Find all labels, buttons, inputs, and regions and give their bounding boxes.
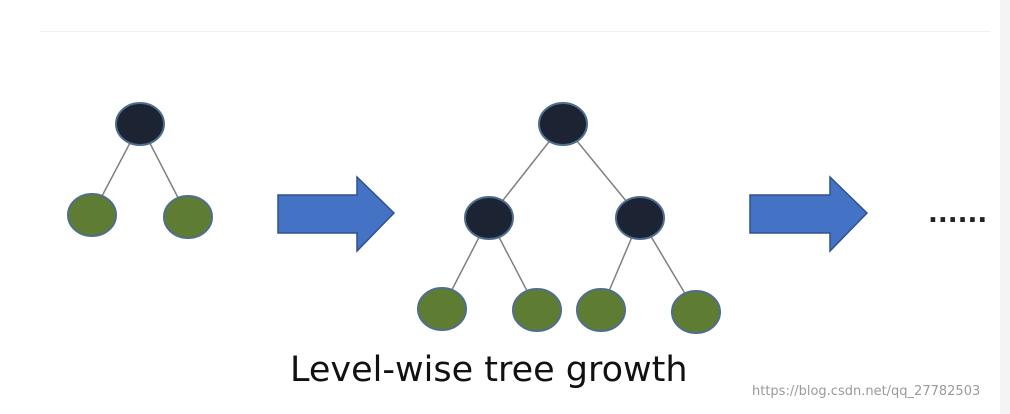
tree-2-leaf-3-node: [576, 288, 626, 332]
tree-2-leaf-4-node: [671, 290, 721, 334]
tree-1-root-node: [115, 102, 165, 146]
top-divider: [40, 31, 990, 32]
continuation-ellipsis: ......: [928, 199, 987, 229]
tree-1-nodes: [67, 102, 213, 239]
tree-2-root-node: [538, 102, 588, 146]
arrow-right-1: [277, 175, 396, 253]
tree-2-nodes: [417, 102, 721, 334]
tree-2-leaf-1-node: [417, 287, 467, 331]
source-watermark: https://blog.csdn.net/qq_27782503: [752, 384, 981, 399]
arrow-right-2: [749, 175, 869, 253]
tree-1-leaf-left-node: [67, 193, 117, 237]
tree-2-child-left-node: [464, 196, 514, 240]
right-edge-strip: [1000, 0, 1010, 414]
diagram-caption: Level-wise tree growth: [290, 350, 688, 390]
tree-2-child-right-node: [615, 196, 665, 240]
tree-2-leaf-2-node: [512, 288, 562, 332]
tree-1-leaf-right-node: [163, 195, 213, 239]
